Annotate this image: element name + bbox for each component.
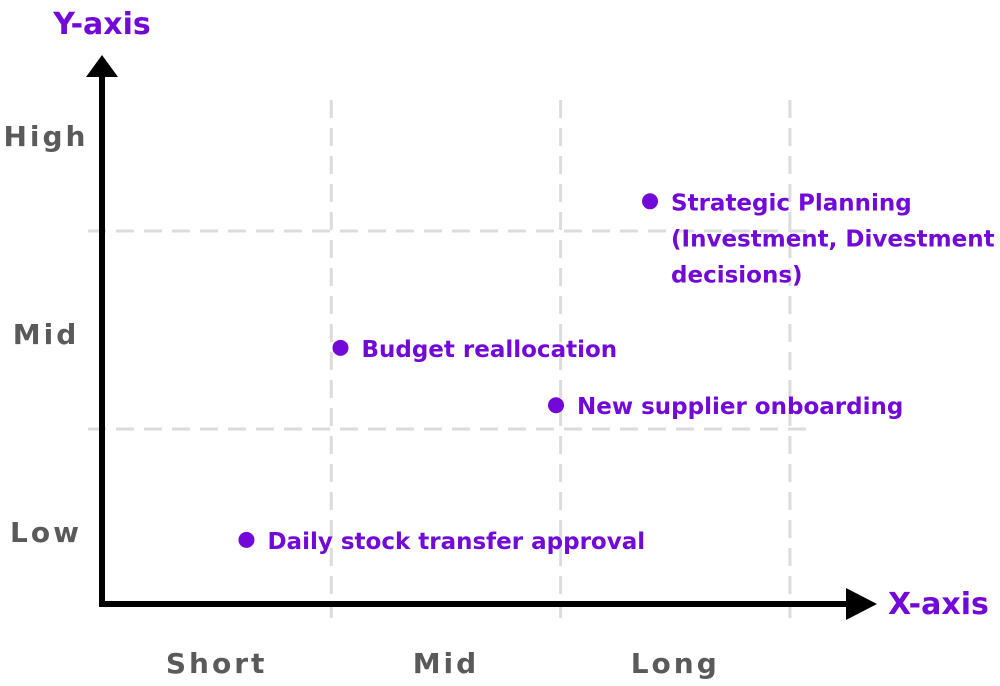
x-tick-label: Short [166, 647, 268, 680]
data-points: Strategic Planning (Investment, Divestmen… [238, 190, 995, 555]
data-point-label: New supplier onboarding [577, 394, 903, 420]
data-point-label: Daily stock transfer approval [267, 529, 645, 555]
y-axis-arrow-icon [86, 55, 118, 77]
x-tick-label: Long [631, 647, 720, 680]
data-point-label: decisions) [671, 262, 803, 288]
y-tick-label: Low [10, 516, 82, 549]
data-point-label: (Investment, Divestment [671, 226, 995, 252]
y-tick-label: High [3, 120, 88, 153]
x-axis-title: X-axis [888, 587, 989, 622]
data-point [548, 397, 565, 414]
data-point-label: Budget reallocation [361, 337, 617, 363]
y-axis-title: Y-axis [52, 7, 151, 42]
x-axis-arrow-icon [846, 588, 877, 620]
data-point [642, 193, 659, 210]
data-point-label: Strategic Planning [671, 190, 912, 216]
y-tick-label: Mid [13, 318, 80, 351]
data-point [238, 531, 255, 548]
data-point [332, 339, 349, 356]
x-tick-label: Mid [413, 647, 480, 680]
grid-lines [88, 100, 810, 618]
